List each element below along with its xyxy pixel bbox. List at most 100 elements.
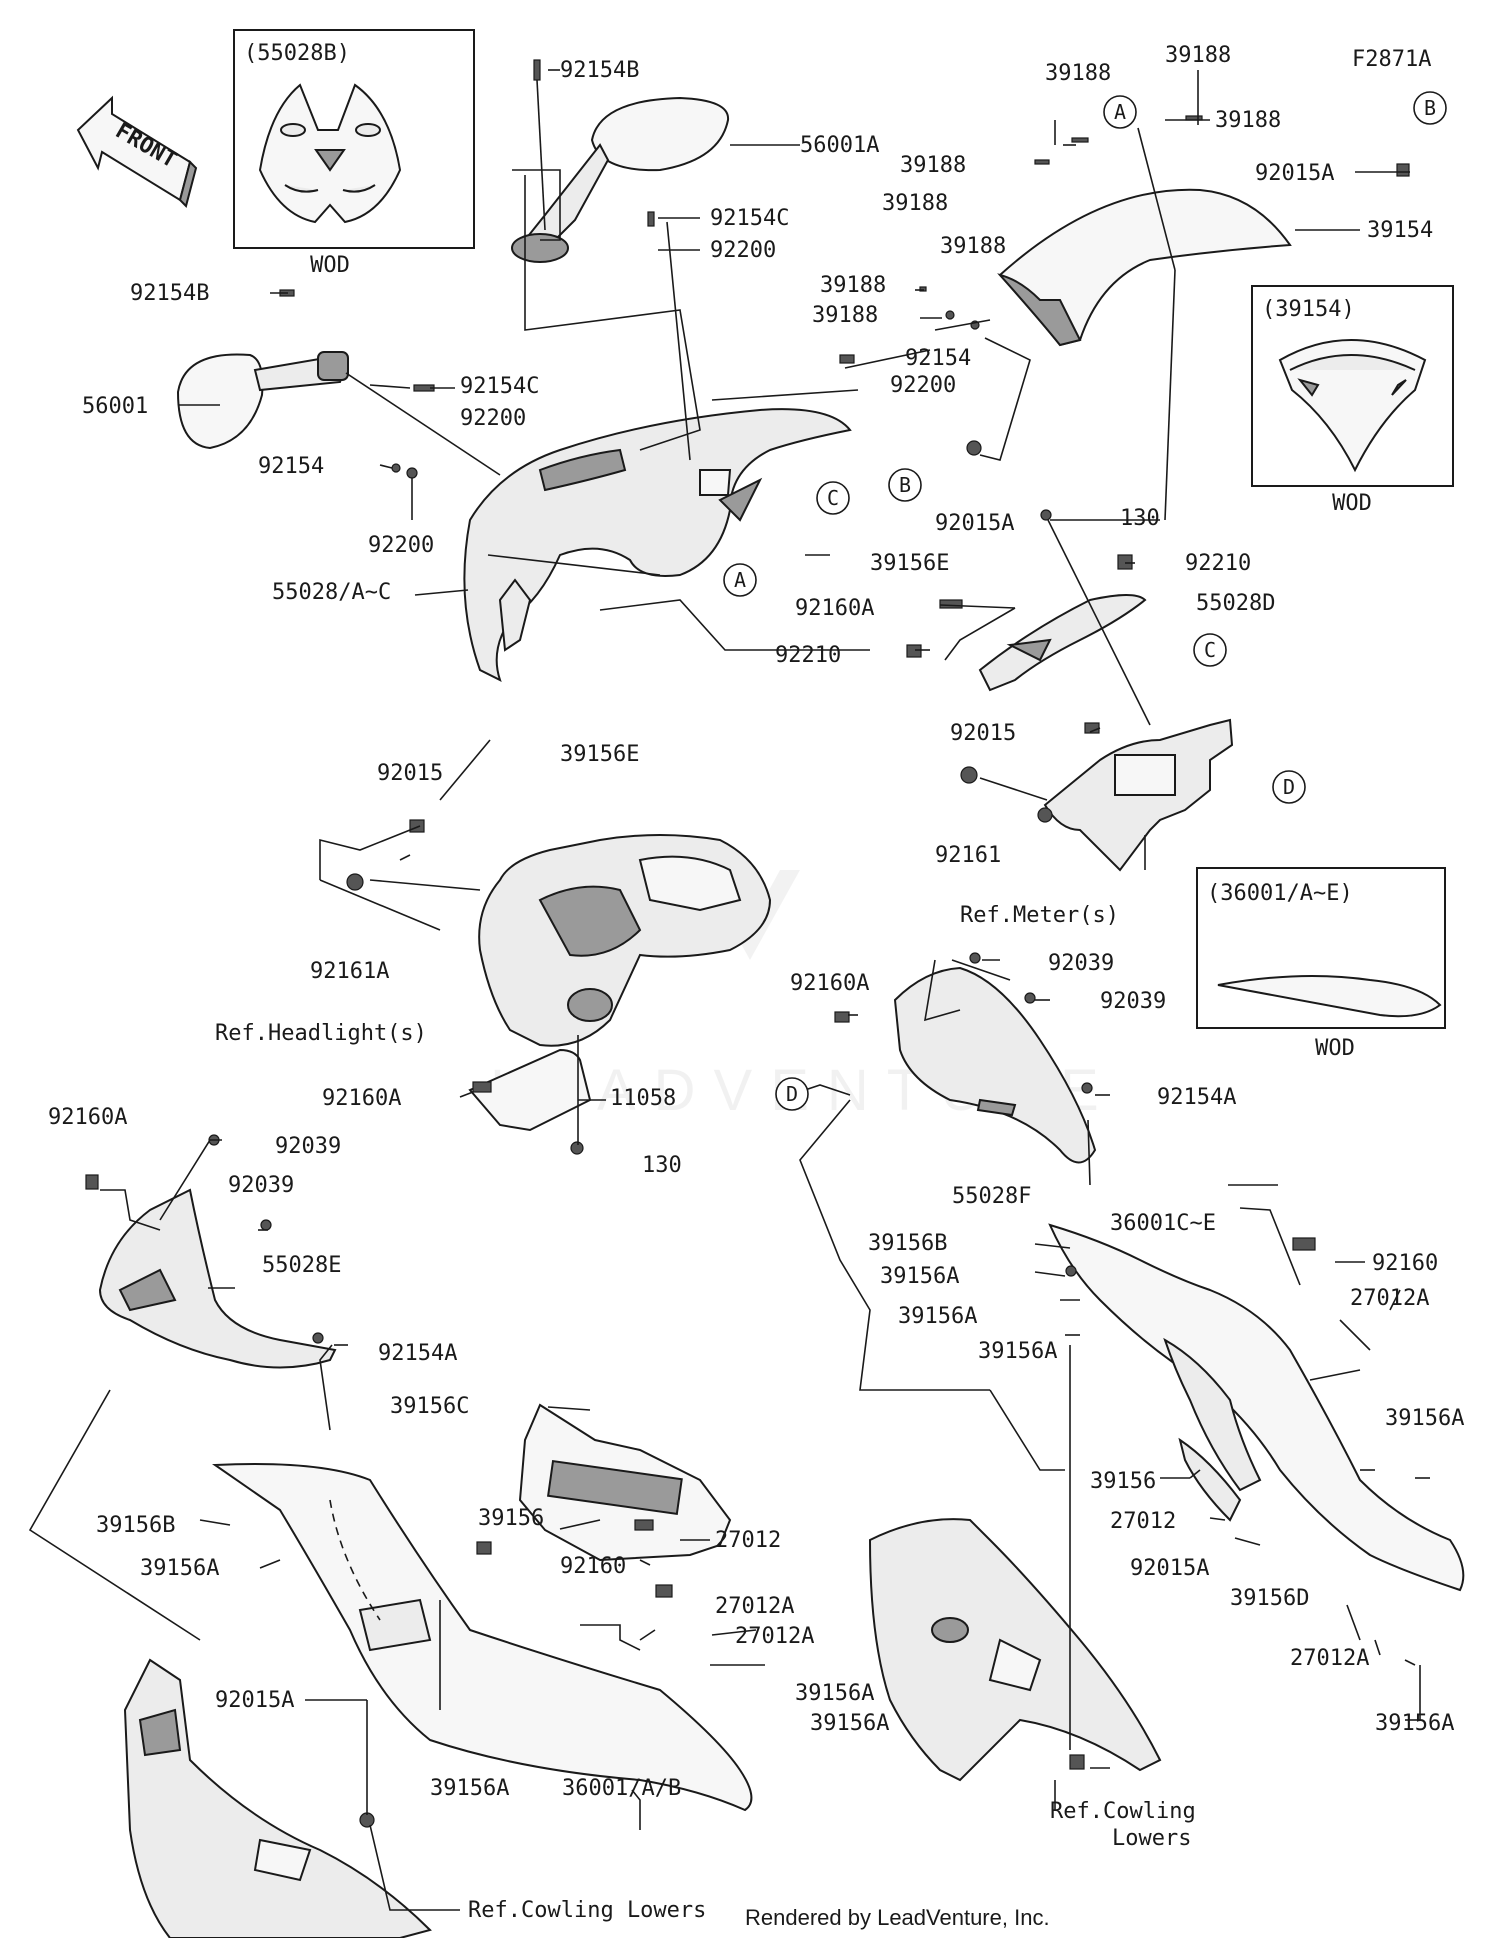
diagram-code: F2871A xyxy=(1352,47,1431,72)
side-cowl-36001-ab xyxy=(212,1463,753,1812)
label-92039-l2: 92039 xyxy=(228,1173,294,1198)
svg-text:A: A xyxy=(734,568,746,592)
callout-d-mid: D xyxy=(775,1077,809,1111)
label-39156a-l4: 39156A xyxy=(430,1776,509,1801)
callout-a-mid: A xyxy=(723,563,757,597)
label-39188-f: 39188 xyxy=(820,273,886,298)
label-39156d: 39156D xyxy=(1230,1586,1309,1611)
label-92160-right: 92160 xyxy=(1372,1251,1438,1276)
label-39156a-r2: 39156A xyxy=(898,1304,977,1329)
label-55028e: 55028E xyxy=(262,1253,341,1278)
label-92015-left: 92015 xyxy=(377,761,443,786)
label-92200-top: 92200 xyxy=(710,238,776,263)
label-92039-r1: 92039 xyxy=(1048,951,1114,976)
label-36001-a-b: 36001/A/B xyxy=(562,1776,681,1801)
label-92154-mid: 92154 xyxy=(905,346,971,371)
label-39188-a: 39188 xyxy=(1045,61,1111,86)
label-27012-left: 27012 xyxy=(715,1528,781,1553)
label-55028d: 55028D xyxy=(1196,591,1275,616)
label-130-lower: 130 xyxy=(642,1153,682,1178)
label-55028f: 55028F xyxy=(952,1184,1031,1209)
svg-text:B: B xyxy=(899,473,911,497)
svg-text:D: D xyxy=(786,1082,798,1106)
label-92160-left: 92160 xyxy=(560,1554,626,1579)
inset-36001-part xyxy=(1217,975,1442,1018)
svg-text:B: B xyxy=(1424,96,1436,120)
label-36001c-e: 36001C~E xyxy=(1110,1211,1216,1236)
callout-d-right: D xyxy=(1272,770,1306,804)
label-39156b-left: 39156B xyxy=(96,1513,175,1538)
label-27012a-r2: 27012A xyxy=(1290,1646,1369,1671)
label-ref-headlight: Ref.Headlight(s) xyxy=(215,1021,427,1046)
inner-panel-55028e xyxy=(98,1188,337,1369)
inner-panel-55028f xyxy=(893,966,1097,1164)
label-39188-h: 39188 xyxy=(940,234,1006,259)
label-92154c-top: 92154C xyxy=(710,206,789,231)
label-92160a-left: 92160A xyxy=(48,1105,127,1130)
label-92039-l1: 92039 xyxy=(275,1134,341,1159)
label-92154-left: 92154 xyxy=(258,454,324,479)
label-92154c-left: 92154C xyxy=(460,374,539,399)
label-39156a-r4: 39156A xyxy=(1385,1406,1464,1431)
label-27012-right: 27012 xyxy=(1110,1509,1176,1534)
inset-note-36001: WOD xyxy=(1315,1036,1355,1061)
callout-c-right: C xyxy=(1193,633,1227,667)
label-11058: 11058 xyxy=(610,1086,676,1111)
label-92154a-left: 92154A xyxy=(378,1341,457,1366)
label-ref-meter: Ref.Meter(s) xyxy=(960,903,1119,928)
label-92161a: 92161A xyxy=(310,959,389,984)
headlight-assembly xyxy=(478,834,772,1047)
label-ref-cowling: Ref.Cowling xyxy=(1050,1799,1196,1824)
label-27012a-l1: 27012A xyxy=(715,1594,794,1619)
label-92200-left: 92200 xyxy=(460,406,526,431)
lower-fairing-right xyxy=(868,1518,1162,1782)
inset-box-55028b xyxy=(233,29,475,249)
svg-text:C: C xyxy=(1204,638,1216,662)
windscreen-39154 xyxy=(997,188,1292,347)
inset-box-39154 xyxy=(1251,285,1454,487)
bracket-55028d xyxy=(978,594,1147,692)
inset-note-39154: WOD xyxy=(1332,491,1372,516)
footer-credit: Rendered by LeadVenture, Inc. xyxy=(745,1905,1050,1930)
callout-c-mid: C xyxy=(816,481,850,515)
label-92039-r2: 92039 xyxy=(1100,989,1166,1014)
upper-cowl-55028 xyxy=(463,408,852,682)
label-39156a-r3: 39156A xyxy=(978,1339,1057,1364)
label-39154: 39154 xyxy=(1367,218,1433,243)
label-39188-g: 39188 xyxy=(812,303,878,328)
bracket-11058 xyxy=(468,1048,592,1132)
label-92160a-lower: 92160A xyxy=(322,1086,401,1111)
inset-box-36001 xyxy=(1196,867,1446,1029)
label-92161: 92161 xyxy=(935,843,1001,868)
side-cowl-36001-ce xyxy=(1048,1223,1465,1592)
label-92154a-right: 92154A xyxy=(1157,1085,1236,1110)
label-39188-e: 39188 xyxy=(882,191,948,216)
label-92015-right: 92015 xyxy=(950,721,1016,746)
label-39156c: 39156C xyxy=(390,1394,469,1419)
front-arrow: FRONT xyxy=(76,95,198,208)
label-92210-top: 92210 xyxy=(1185,551,1251,576)
mirror-right-56001a xyxy=(511,96,730,263)
label-39188-b: 39188 xyxy=(1165,43,1231,68)
label-56001: 56001 xyxy=(82,394,148,419)
callout-a-top: A xyxy=(1103,95,1137,129)
inset-title-55028b: (55028B) xyxy=(244,41,350,66)
label-92160a-right: 92160A xyxy=(790,971,869,996)
inset-title-36001: (36001/A~E) xyxy=(1207,881,1353,906)
label-39188-c: 39188 xyxy=(1215,108,1281,133)
leader-lines xyxy=(28,69,1430,1911)
label-92200-mid: 92200 xyxy=(890,373,956,398)
inset-39154-part xyxy=(1278,339,1427,473)
svg-text:C: C xyxy=(827,486,839,510)
inset-55028b-part xyxy=(258,83,402,224)
label-55028-a-c: 55028/A~C xyxy=(272,580,391,605)
label-92154b-left: 92154B xyxy=(130,281,209,306)
label-27012a-r1: 27012A xyxy=(1350,1286,1429,1311)
label-56001a: 56001A xyxy=(800,133,879,158)
label-39156e-mid: 39156E xyxy=(870,551,949,576)
callout-b-mid: B xyxy=(888,468,922,502)
inset-note-55028b: WOD xyxy=(310,253,350,278)
label-lowers: Lowers xyxy=(1112,1826,1191,1851)
foam-39156 xyxy=(546,1459,683,1516)
